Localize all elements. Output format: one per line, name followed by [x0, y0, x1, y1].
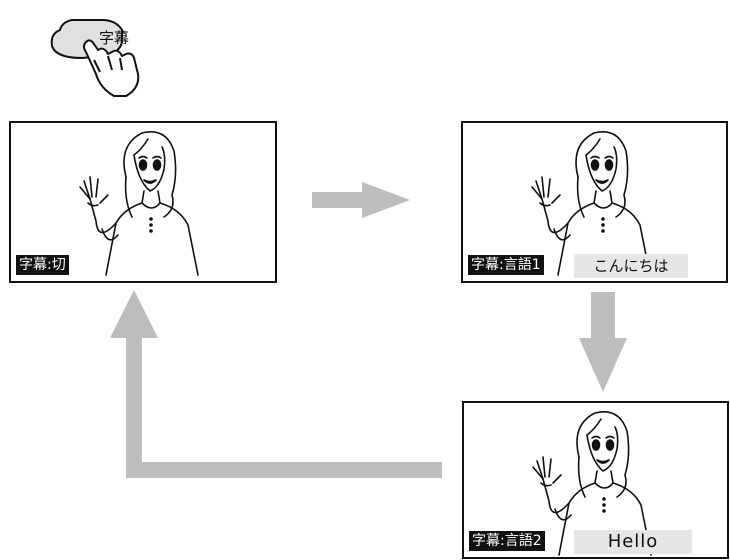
- arrow-return-icon: [110, 290, 442, 478]
- subtitle-status-label: 字幕:言語1: [468, 255, 544, 275]
- subtitle-status-label: 字幕:言語2: [469, 531, 545, 551]
- arrow-right-icon: [312, 182, 410, 218]
- subtitle-text: Hello: [574, 530, 692, 554]
- hand-pressing-button-icon: [83, 39, 140, 97]
- subtitle-button-label: 字幕: [99, 29, 129, 47]
- screen-subtitle-off: 字幕:切: [9, 121, 277, 283]
- woman-waving-illustration: [79, 131, 199, 276]
- subtitle-button-illustration: 字幕: [42, 12, 172, 102]
- subtitle-text: こんにちは: [574, 254, 688, 278]
- screen-subtitle-language1: 字幕:言語1 こんにちは: [461, 121, 728, 283]
- screen-subtitle-language2: 字幕:言語2 Hello: [462, 401, 729, 559]
- arrow-down-icon: [579, 292, 627, 392]
- subtitle-status-label: 字幕:切: [16, 255, 69, 275]
